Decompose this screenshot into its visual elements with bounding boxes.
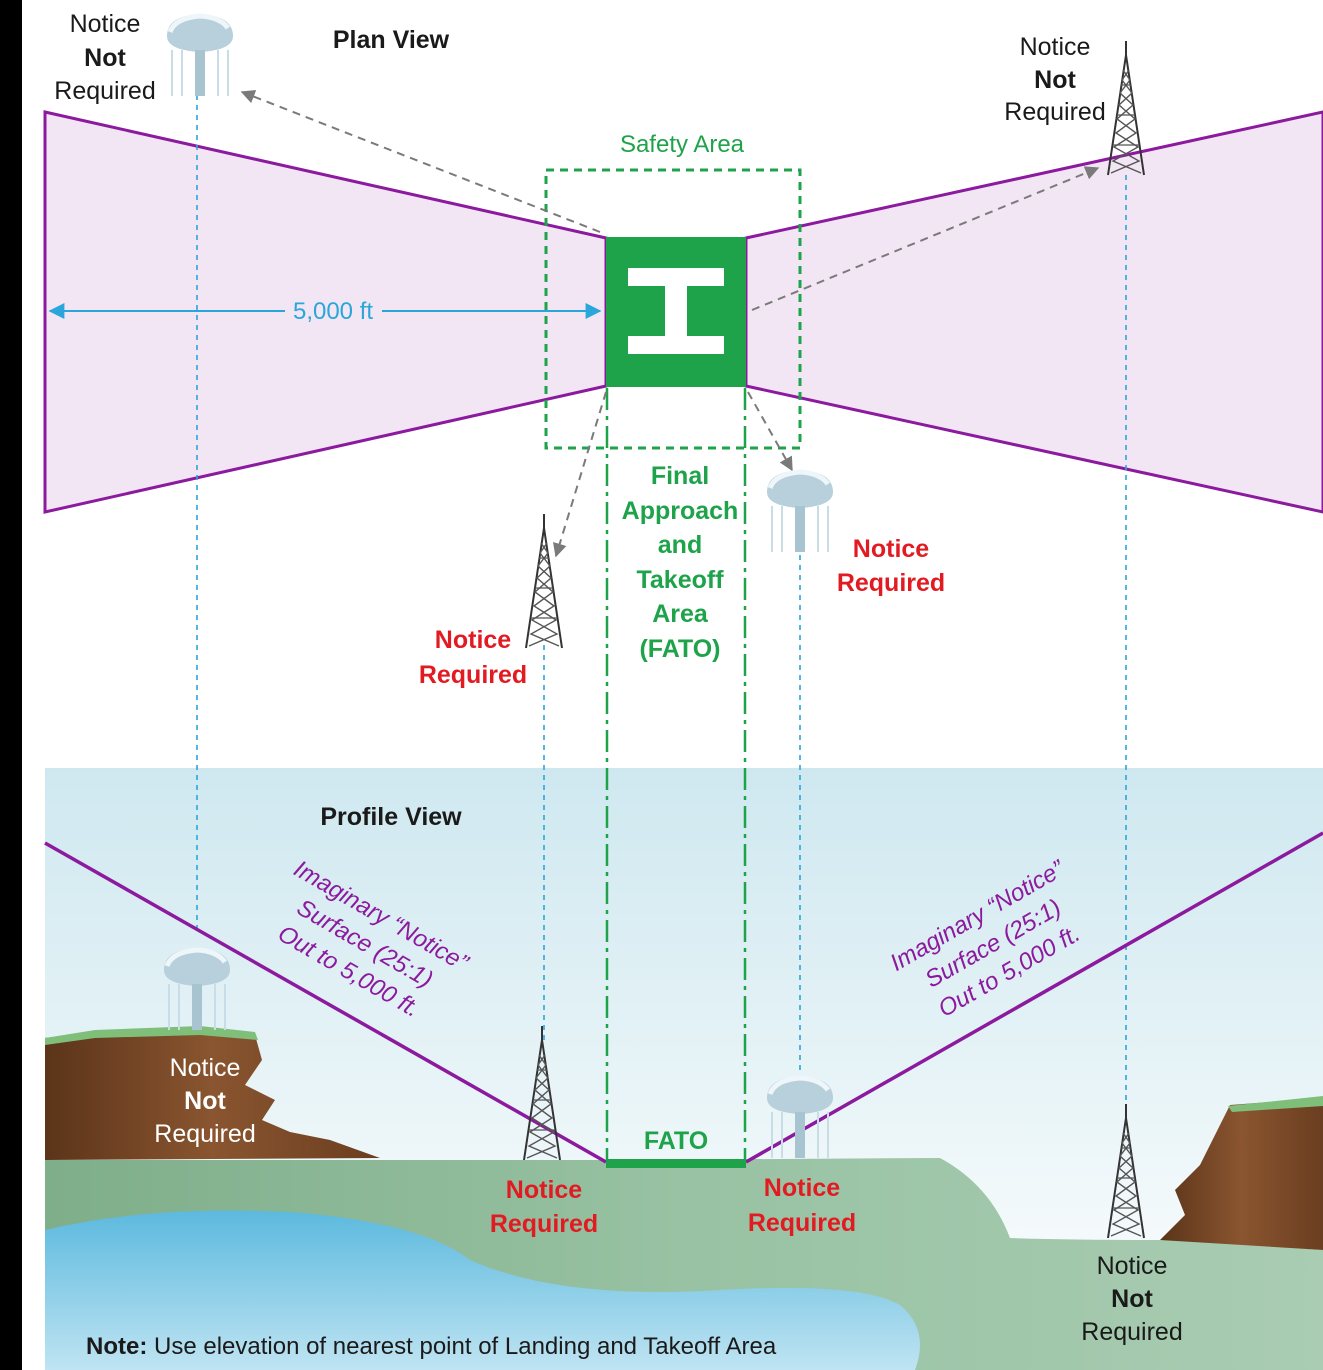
not-word: Not <box>84 44 126 72</box>
left-border-bar <box>0 0 22 1370</box>
required-word: Required <box>154 1120 255 1148</box>
notice-word: Notice <box>170 1054 241 1082</box>
fato-line-5: Area <box>652 600 709 628</box>
not-word: Not <box>1034 66 1076 94</box>
notice-not-required-top-left: Notice Not Required <box>54 10 155 105</box>
fato-line-4: Takeoff <box>636 566 724 594</box>
fato-label-block: Final Approach and Takeoff Area (FATO) <box>622 462 739 663</box>
fato-line-1: Final <box>651 462 709 490</box>
required-word: Required <box>54 77 155 105</box>
radio-tower-icon <box>525 513 563 649</box>
left-cliff-grass <box>45 1026 258 1045</box>
fato-profile-label: FATO <box>644 1127 708 1155</box>
notice-word: Notice <box>70 10 141 38</box>
required-word: Required <box>419 661 527 689</box>
arrow-to-mid-right-tower <box>747 391 793 472</box>
note-prefix: Note: <box>86 1333 147 1360</box>
arrow-to-top-right-tower <box>751 166 1100 311</box>
fato-line-3: and <box>658 531 702 559</box>
required-word: Required <box>748 1209 856 1237</box>
notice-not-required-left-cliff: Notice Not Required <box>154 1054 255 1148</box>
notice-word: Notice <box>764 1174 841 1202</box>
profile-view-title: Profile View <box>320 803 462 831</box>
notice-word: Notice <box>1020 33 1091 61</box>
note-body: Use elevation of nearest point of Landin… <box>147 1333 777 1360</box>
fato-line-2: Approach <box>622 497 739 525</box>
required-word: Required <box>1004 98 1105 126</box>
right-cliff <box>1160 1098 1323 1250</box>
profile-water <box>45 1210 920 1370</box>
notice-word: Notice <box>1097 1252 1168 1280</box>
right-cliff-grass <box>1228 1096 1323 1112</box>
fato-line-6: (FATO) <box>639 635 720 663</box>
fato-pad <box>606 1159 746 1168</box>
not-word: Not <box>184 1087 226 1115</box>
notice-not-required-top-right: Notice Not Required <box>1004 33 1105 126</box>
required-word: Required <box>837 569 945 597</box>
required-word: Required <box>490 1210 598 1238</box>
right-imaginary-surface-line <box>745 831 1323 1164</box>
left-imaginary-surface-line <box>44 841 607 1164</box>
notice-required-plan-left: Notice Required <box>419 626 527 689</box>
distance-label: 5,000 ft <box>293 298 373 325</box>
plan-view-title: Plan View <box>333 26 450 54</box>
note-text: Note: Use elevation of nearest point of … <box>86 1333 777 1360</box>
safety-area-label: Safety Area <box>620 131 745 158</box>
right-approach-surface <box>744 110 1323 514</box>
required-word: Required <box>1081 1318 1182 1346</box>
water-tower-icon <box>167 14 233 96</box>
notice-required-plan-right: Notice Required <box>837 535 945 597</box>
notice-word: Notice <box>853 535 930 563</box>
not-word: Not <box>1111 1285 1153 1313</box>
safety-area-outline <box>544 168 802 450</box>
notice-required-profile-left: Notice Required <box>490 1176 598 1238</box>
notice-not-required-bottom-right: Notice Not Required <box>1081 1252 1182 1346</box>
notice-word: Notice <box>506 1176 583 1204</box>
heliport-h-icon <box>606 237 746 387</box>
arrow-to-mid-left-tower <box>552 391 607 558</box>
water-tower-icon <box>767 470 833 552</box>
notice-word: Notice <box>435 626 512 654</box>
left-cliff <box>45 1028 380 1160</box>
notice-required-profile-right: Notice Required <box>748 1174 856 1237</box>
